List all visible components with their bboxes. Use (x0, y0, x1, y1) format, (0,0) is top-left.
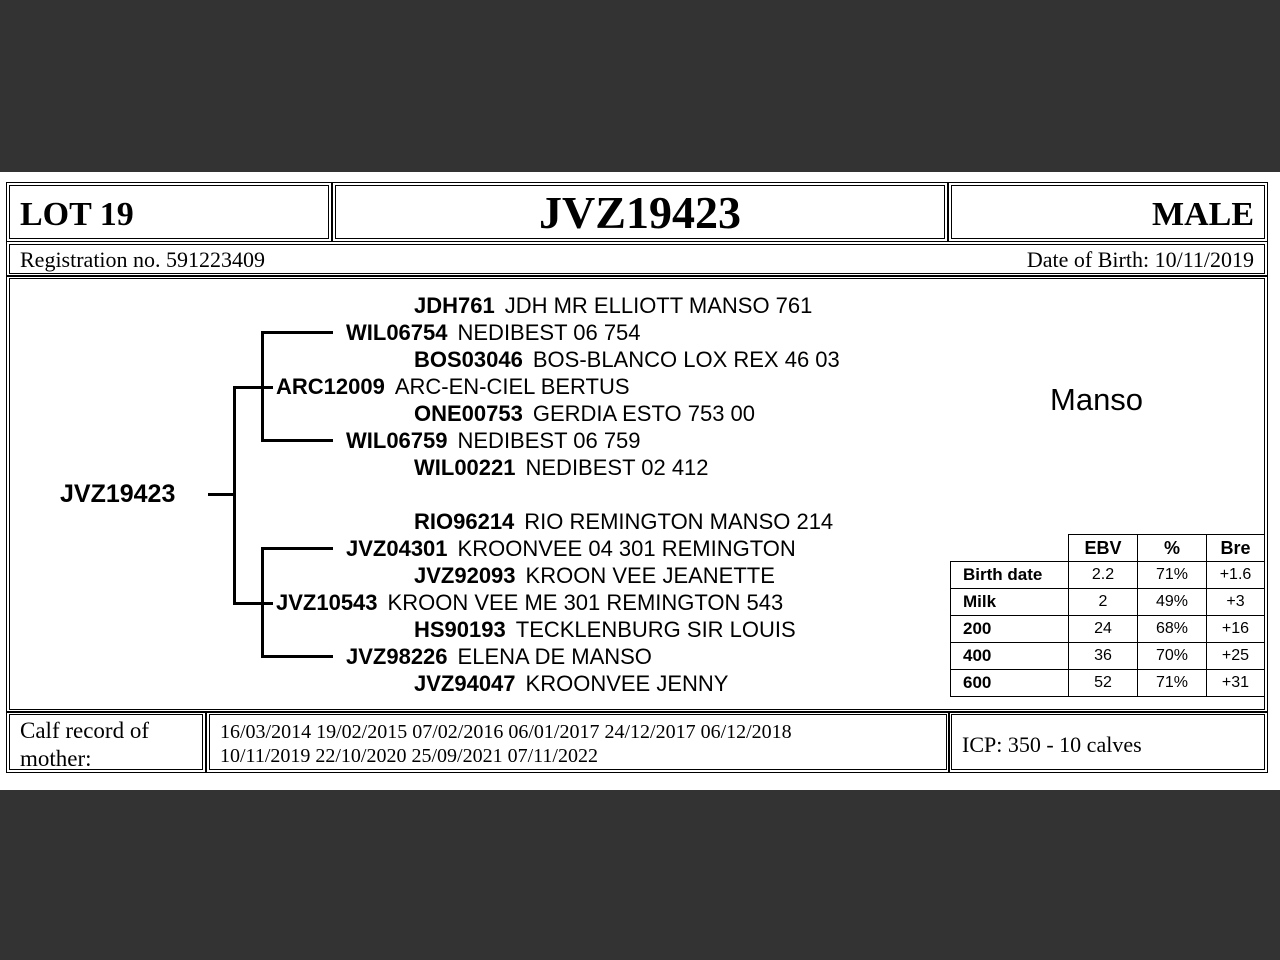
ebv-value: 24 (1068, 615, 1138, 643)
ebv-percent: 71% (1137, 561, 1207, 589)
ebv-value: 36 (1068, 642, 1138, 670)
pedigree-subject: JVZ19423 (60, 480, 176, 508)
ebv-percent: 49% (1137, 588, 1207, 616)
calf-dates-line2: 10/11/2019 22/10/2020 25/09/2021 07/11/2… (220, 745, 598, 767)
calf-record-label-line1: Calf record of (20, 718, 149, 743)
connector-sire-dam (261, 439, 333, 442)
ebv-value: 2.2 (1068, 561, 1138, 589)
sex-label: MALE (948, 182, 1268, 242)
connector-parents-vertical (233, 386, 236, 605)
date-of-birth: Date of Birth: 10/11/2019 (1026, 247, 1254, 272)
connector-dam (233, 602, 273, 605)
ebv-row-label: Milk (950, 588, 1069, 616)
ebv-header-blank (951, 535, 1069, 562)
ebv-breed-avg: +31 (1206, 669, 1265, 697)
animal-id-title: JVZ19423 (332, 182, 948, 242)
ebv-percent: 70% (1137, 642, 1207, 670)
ebv-row-label: 400 (950, 642, 1069, 670)
table-row: Birth date 2.2 71% +1.6 (950, 561, 1265, 589)
connector-dam-sire (261, 547, 333, 550)
ebv-header-ebv: EBV (1068, 534, 1138, 562)
connector-sire (233, 386, 273, 389)
ebv-table: EBV % Bre Birth date 2.2 71% +1.6 Milk 2… (950, 534, 1265, 697)
table-row: 400 36 70% +25 (950, 642, 1265, 670)
ebv-value: 52 (1068, 669, 1138, 697)
ebv-percent: 71% (1137, 669, 1207, 697)
ebv-breed-avg: +3 (1206, 588, 1265, 616)
table-row: 600 52 71% +31 (950, 669, 1265, 697)
ebv-row-label: 200 (950, 615, 1069, 643)
registration-number: Registration no. 591223409 (20, 247, 266, 272)
ebv-header-row: EBV % Bre (951, 534, 1265, 562)
ebv-breed-avg: +25 (1206, 642, 1265, 670)
ebv-row-label: 600 (950, 669, 1069, 697)
connector-sire-sire (261, 331, 333, 334)
connector-dam-vertical (261, 547, 264, 658)
ebv-header-bre: Bre (1206, 534, 1265, 562)
ebv-value: 2 (1068, 588, 1138, 616)
breed-label: Manso (1050, 382, 1144, 417)
connector-subject (208, 493, 234, 496)
ebv-header-pct: % (1137, 534, 1207, 562)
ebv-row-label: Birth date (950, 561, 1069, 589)
calf-record-label-line2: mother: (20, 746, 92, 771)
connector-dam-dam (261, 655, 333, 658)
registration-row: Registration no. 591223409 Date of Birth… (6, 241, 1268, 277)
connector-sire-vertical (261, 331, 264, 442)
ebv-breed-avg: +1.6 (1206, 561, 1265, 589)
pedigree-card: LOT 19 JVZ19423 MALE Registration no. 59… (0, 172, 1280, 790)
ebv-percent: 68% (1137, 615, 1207, 643)
table-row: 200 24 68% +16 (950, 615, 1265, 643)
pedigree-tree (6, 275, 1268, 713)
calf-record-dates: 16/03/2014 19/02/2015 07/02/2016 06/01/2… (206, 711, 950, 773)
table-row: Milk 2 49% +3 (950, 588, 1265, 616)
calf-record-label: Calf record of mother: (6, 711, 206, 773)
icp-summary: ICP: 350 - 10 calves (948, 711, 1268, 773)
calf-dates-line1: 16/03/2014 19/02/2015 07/02/2016 06/01/2… (220, 721, 792, 743)
lot-number: LOT 19 (6, 182, 332, 242)
ebv-breed-avg: +16 (1206, 615, 1265, 643)
